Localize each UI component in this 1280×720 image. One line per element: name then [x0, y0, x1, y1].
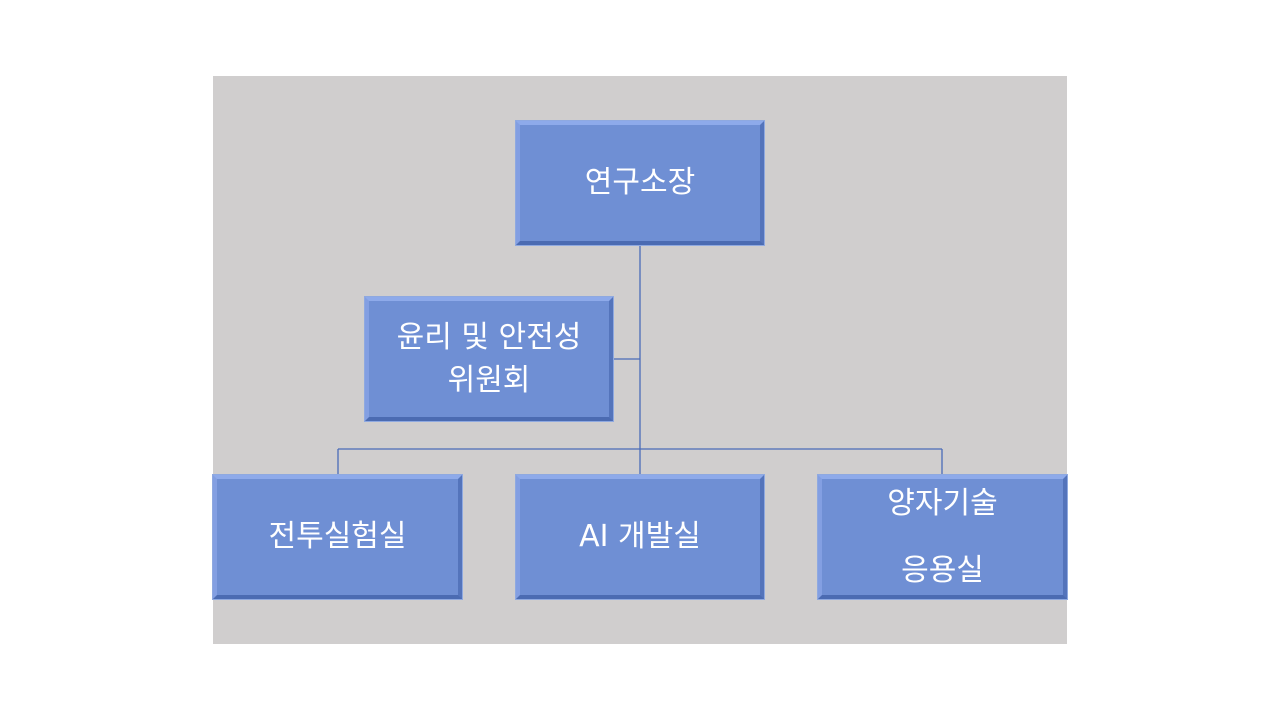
- node-label: 전투실험실: [268, 519, 407, 554]
- node-label-line-2: 응용실: [901, 553, 984, 588]
- node-combat-experiment-lab[interactable]: 전투실험실: [212, 474, 463, 600]
- node-quantum-application-lab[interactable]: 양자기술 응용실: [817, 474, 1068, 600]
- node-ethics-safety-committee[interactable]: 윤리 및 안전성 위원회: [364, 296, 614, 422]
- node-ai-development-lab[interactable]: AI 개발실: [515, 474, 765, 600]
- node-label-line-1: 윤리 및 안전성: [396, 319, 582, 355]
- node-label: 연구소장: [584, 165, 696, 200]
- node-label-line-1: 양자기술: [887, 485, 998, 521]
- node-label-line-2: 위원회: [447, 363, 531, 398]
- node-research-director[interactable]: 연구소장: [515, 120, 765, 246]
- node-label: AI 개발실: [579, 519, 701, 554]
